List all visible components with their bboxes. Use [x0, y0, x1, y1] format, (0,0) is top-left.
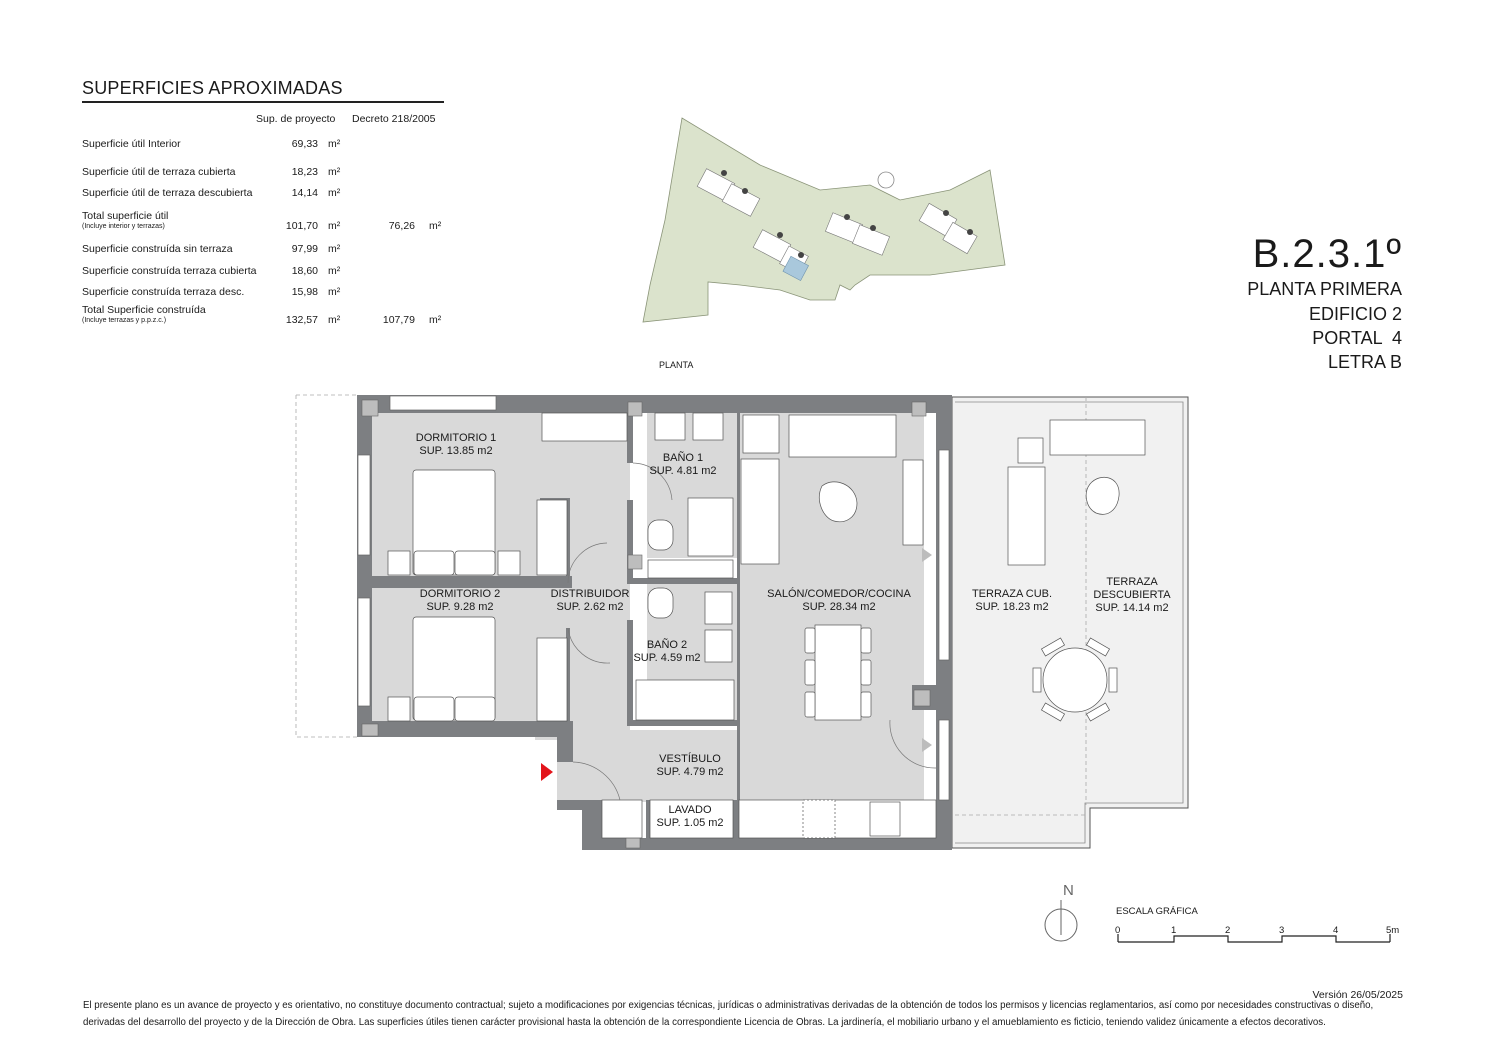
- row-label: Total Superficie construída: [82, 304, 206, 316]
- surface-row-construida-sin-terraza: Superficie construída sin terraza: [82, 243, 233, 255]
- row-project-value: 18,23: [291, 166, 318, 178]
- scale-tick: 0: [1115, 925, 1121, 936]
- unit-floor: PLANTA PRIMERA: [1247, 279, 1402, 299]
- room-area: SUP. 1.05 m2: [656, 817, 724, 829]
- surface-row-total-util: Total superficie útil(Incluye interior y…: [82, 210, 168, 230]
- room-area: SUP. 18.23 m2: [975, 601, 1049, 613]
- surface-row-util-terraza-cubierta: Superficie útil de terraza cubierta: [82, 166, 236, 178]
- room-name: VESTÍBULO: [659, 753, 721, 765]
- row-label: Superficie útil Interior: [82, 138, 181, 150]
- room-name: DISTRIBUIDOR: [550, 588, 630, 600]
- room-name: LAVADO: [668, 804, 712, 816]
- site-plan: [642, 117, 1006, 323]
- plan-title: PLANTA: [659, 360, 694, 370]
- compass-label: N: [1063, 882, 1074, 899]
- row-project-value: 15,98: [291, 286, 318, 298]
- row-unit: m²: [328, 243, 341, 255]
- row-unit: m²: [328, 265, 341, 277]
- door-arrows: [922, 548, 932, 752]
- row-sublabel: (Incluye terrazas y p.p.z.c.): [82, 317, 167, 324]
- surfaces-title-rule: [82, 101, 444, 103]
- terrace-area: [951, 396, 1189, 849]
- surface-row-construida-terraza-cubierta: Superficie construída terraza cubierta: [82, 265, 257, 277]
- row-label: Superficie útil de terraza cubierta: [82, 166, 236, 178]
- surface-row-construida-terraza-desc: Superficie construída terraza desc.: [82, 286, 244, 298]
- unit-letter: LETRA B: [1327, 352, 1402, 372]
- surface-row-total-construida: Total Superficie construída(Incluye terr…: [82, 304, 206, 324]
- left-dashed-outline: [295, 394, 357, 738]
- row-unit: m²: [328, 220, 341, 232]
- scale-tick: 2: [1225, 925, 1231, 936]
- surfaces-title: SUPERFICIES APROXIMADAS: [82, 78, 343, 98]
- row-label: Superficie construída sin terraza: [82, 243, 233, 255]
- room-area: SUP. 13.85 m2: [419, 445, 493, 457]
- row-unit: m²: [328, 286, 341, 298]
- room-name: DORMITORIO 2: [419, 588, 501, 600]
- row-project-value: 132,57: [285, 314, 318, 326]
- col-header-decree: Decreto 218/2005: [352, 113, 436, 125]
- room-area: SUP. 9.28 m2: [426, 601, 494, 613]
- room-area: SUP. 4.81 m2: [649, 465, 717, 477]
- row-label: Total superficie útil: [82, 210, 169, 222]
- door-swings: [567, 462, 937, 801]
- room-name: SALÓN/COMEDOR/COCINA: [767, 588, 911, 600]
- room-name: TERRAZA DESCUBIERTA: [1093, 576, 1171, 601]
- room-area: SUP. 28.34 m2: [802, 601, 876, 613]
- room-area: SUP. 14.14 m2: [1095, 602, 1169, 614]
- scale-tick: 3: [1279, 925, 1285, 936]
- scale-bar: [1117, 934, 1391, 943]
- scale-tick: 5m: [1386, 925, 1400, 936]
- row-decree-value: 107,79: [382, 314, 415, 326]
- row-label: Superficie construída terraza desc.: [82, 286, 245, 298]
- row-project-value: 97,99: [291, 243, 318, 255]
- row-decree-value: 76,26: [388, 220, 415, 232]
- unit-building: EDIFICIO 2: [1308, 304, 1402, 324]
- room-name: BAÑO 1: [662, 452, 704, 464]
- row-unit: m²: [328, 314, 341, 326]
- row-unit: m²: [429, 314, 442, 326]
- row-unit: m²: [328, 138, 341, 150]
- row-project-value: 101,70: [285, 220, 318, 232]
- scale-tick: 1: [1171, 925, 1177, 936]
- col-header-project: Sup. de proyecto: [256, 113, 336, 125]
- row-project-value: 18,60: [291, 265, 318, 277]
- version-label: Versión 26/05/2025: [1312, 989, 1404, 1001]
- row-label: Superficie útil de terraza descubierta: [82, 187, 253, 199]
- room-terraza-cubierta: TERRAZA CUB.SUP. 18.23 m2: [972, 588, 1052, 614]
- room-name: DORMITORIO 1: [415, 432, 497, 444]
- room-name: TERRAZA CUB.: [971, 588, 1053, 600]
- windows: [357, 395, 950, 801]
- scale-title: ESCALA GRÁFICA: [1116, 906, 1198, 917]
- unit-portal: PORTAL 4: [1312, 328, 1402, 348]
- room-name: BAÑO 2: [646, 639, 688, 651]
- row-sublabel: (Incluye interior y terrazas): [82, 223, 165, 230]
- row-unit: m²: [328, 166, 341, 178]
- row-unit: m²: [328, 187, 341, 199]
- surface-row-util-terraza-descubierta: Superficie útil de terraza descubierta: [82, 187, 252, 199]
- room-area: SUP. 4.59 m2: [633, 652, 701, 664]
- row-project-value: 69,33: [291, 138, 318, 150]
- furniture: [387, 412, 1146, 839]
- room-area: SUP. 2.62 m2: [556, 601, 624, 613]
- row-project-value: 14,14: [291, 187, 318, 199]
- unit-code: B.2.3.1º: [1252, 232, 1402, 276]
- row-label: Superficie construída terraza cubierta: [82, 265, 257, 277]
- surface-row-util-interior: Superficie útil Interior: [82, 138, 181, 150]
- row-unit: m²: [429, 220, 442, 232]
- north-compass-icon: [1044, 900, 1078, 942]
- entrance-arrow-icon: [541, 763, 553, 781]
- room-area: SUP. 4.79 m2: [656, 766, 724, 778]
- scale-tick: 4: [1333, 925, 1339, 936]
- disclaimer-text: El presente plano es un avance de proyec…: [83, 1000, 1374, 1028]
